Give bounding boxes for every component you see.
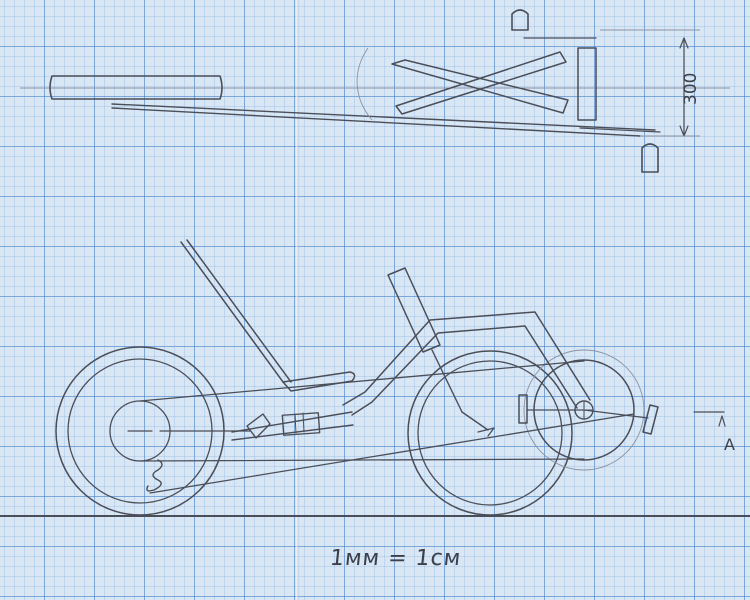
seat-pan bbox=[282, 371, 356, 392]
pedal-bottom-plan bbox=[641, 143, 659, 173]
fork-arm bbox=[461, 411, 489, 431]
top-view: 300 bbox=[20, 9, 730, 173]
frame-lower-beam-2 bbox=[231, 424, 354, 441]
shock-coil-2 bbox=[302, 412, 305, 433]
section-arrow bbox=[718, 415, 726, 427]
middle-wheel-rim bbox=[417, 360, 563, 506]
steer-arc bbox=[356, 47, 373, 121]
front-crossbar-plan bbox=[579, 127, 661, 133]
middle-wheel-outer bbox=[407, 350, 573, 516]
crank-arm-right bbox=[583, 409, 649, 419]
dimension-label: 300 bbox=[681, 73, 701, 105]
crank-arm-b bbox=[395, 51, 567, 115]
frame-lower-beam bbox=[231, 411, 353, 433]
section-label: A bbox=[724, 435, 735, 454]
steering-column bbox=[387, 267, 441, 353]
side-view: A bbox=[0, 239, 750, 517]
shock-coil-1 bbox=[294, 413, 297, 434]
frame-top-tube bbox=[342, 311, 591, 406]
fork-front bbox=[431, 349, 463, 413]
crank-arm-a bbox=[391, 59, 569, 114]
shock-mount bbox=[246, 413, 271, 439]
shock-absorber bbox=[281, 412, 321, 436]
scale-note: 1мм = 1см bbox=[328, 546, 463, 571]
seat-back-rear bbox=[186, 239, 292, 383]
chain-top bbox=[139, 360, 585, 402]
rear-wheel-plan bbox=[49, 75, 223, 100]
pedal-right bbox=[642, 404, 659, 435]
main-beam-plan-bottom bbox=[111, 107, 641, 137]
chain-lower bbox=[149, 413, 635, 494]
derailleur-spring bbox=[146, 459, 163, 492]
fork-tip bbox=[477, 427, 495, 437]
seat-back-front bbox=[180, 241, 284, 383]
bottom-bracket-plan bbox=[577, 47, 597, 121]
pedal-top-plan bbox=[511, 9, 529, 31]
pedal-left bbox=[518, 394, 528, 424]
chain-bottom-rear bbox=[139, 458, 585, 462]
frame-inner-tube bbox=[351, 325, 578, 416]
crank-circle bbox=[523, 349, 645, 471]
dimension-arrow-top bbox=[679, 37, 689, 49]
main-beam-plan-top bbox=[111, 103, 656, 131]
paper-fold-line bbox=[296, 0, 299, 600]
